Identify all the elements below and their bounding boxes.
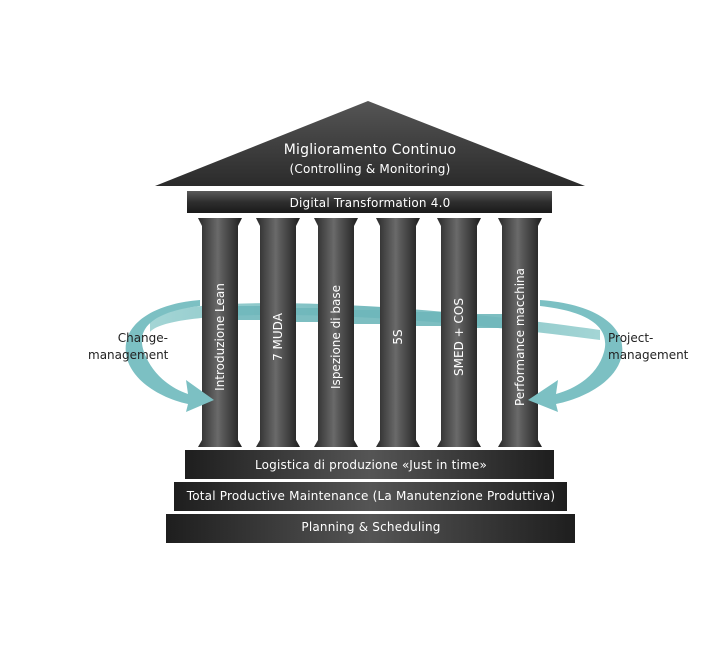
- roof-title: Miglioramento Continuo: [283, 142, 457, 158]
- pillar-label-2: 7 MUDA: [271, 313, 285, 361]
- roof: [155, 101, 585, 186]
- pillar-2: [256, 218, 300, 447]
- change-management-line1: Change-: [117, 331, 168, 345]
- cycle-band-front: [238, 306, 502, 328]
- roof-subtitle: (Controlling & Monitoring): [289, 162, 451, 176]
- pillar-label-5: SMED + COS: [452, 298, 466, 376]
- step-3: [166, 514, 575, 543]
- left-arrow-icon: [125, 300, 214, 412]
- pillar-6: [498, 218, 542, 447]
- pillar-3: [314, 218, 358, 447]
- pillar-label-6: Performance macchina: [513, 268, 527, 406]
- pillar-5: [437, 218, 481, 447]
- right-arrow-icon: [528, 300, 623, 412]
- beam: [187, 191, 552, 213]
- step-1: [185, 450, 554, 479]
- pillar-4: [376, 218, 420, 447]
- pillar-1: [198, 218, 242, 447]
- beam-label: Digital Transformation 4.0: [289, 196, 451, 210]
- step-label-2: Total Productive Maintenance (La Manuten…: [186, 489, 556, 503]
- project-management-label: Project- management: [608, 330, 688, 364]
- pillar-label-4: 5S: [391, 329, 405, 345]
- pillars: [198, 218, 542, 447]
- change-management-label: Change- management: [88, 330, 168, 364]
- pillar-label-1: Introduzione Lean: [213, 283, 227, 391]
- step-label-1: Logistica di produzione «Just in time»: [254, 458, 488, 472]
- project-management-line2: management: [608, 348, 689, 362]
- project-management-line1: Project-: [608, 331, 654, 345]
- pillar-label-3: Ispezione di base: [329, 285, 343, 389]
- step-label-3: Planning & Scheduling: [301, 520, 441, 534]
- step-2: [174, 482, 567, 511]
- change-management-line2: management: [88, 348, 169, 362]
